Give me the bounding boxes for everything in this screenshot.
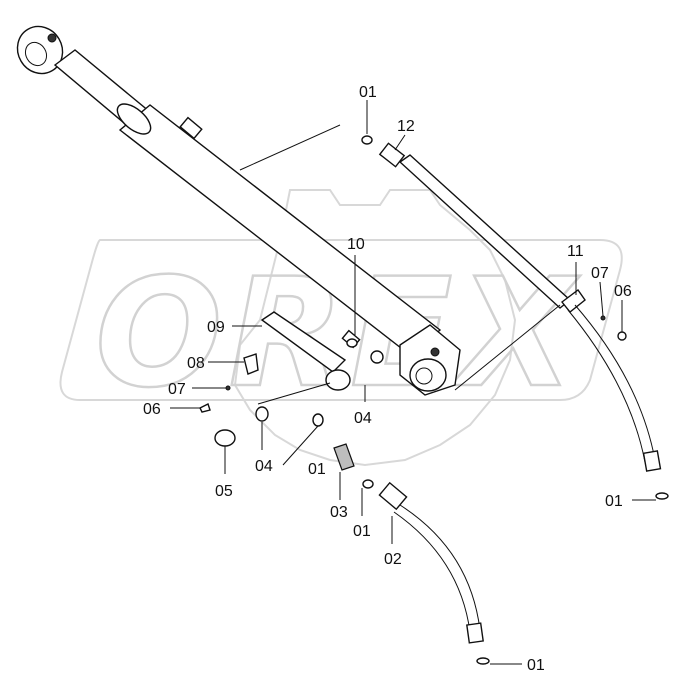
callout-03: 03 bbox=[330, 504, 348, 521]
oring-01-right bbox=[655, 492, 669, 500]
callout-01-right: 01 bbox=[605, 493, 623, 510]
callout-01-top: 01 bbox=[359, 84, 377, 101]
lower-hose-a bbox=[399, 504, 481, 631]
callout-08: 08 bbox=[187, 355, 205, 372]
lower-hose-b bbox=[393, 511, 471, 633]
tube-09 bbox=[260, 311, 347, 373]
leader-07-right bbox=[599, 281, 604, 317]
rod-eye bbox=[16, 25, 64, 75]
watermark-gear-outline bbox=[233, 189, 517, 467]
barrel-front-gland bbox=[116, 103, 152, 135]
oring-01-bottom bbox=[476, 657, 490, 665]
callout-01-bottom: 01 bbox=[527, 657, 545, 674]
callout-labels: 01 12 10 11 07 06 09 08 07 06 04 04 01 0… bbox=[143, 84, 632, 674]
fitting-11 bbox=[561, 289, 586, 313]
plug bbox=[346, 338, 358, 348]
base-grease-nipple bbox=[430, 347, 440, 357]
barrel-port-front bbox=[179, 116, 203, 140]
upper-hose-assembly bbox=[361, 135, 669, 500]
watermark-band bbox=[59, 239, 623, 401]
lower-hose-fitting bbox=[378, 481, 408, 511]
leader-01-mid bbox=[282, 425, 319, 466]
hydraulic-cylinder bbox=[16, 25, 461, 396]
seal-04-lower bbox=[255, 406, 269, 422]
callout-07-right: 07 bbox=[591, 265, 609, 282]
callout-01-mid: 01 bbox=[308, 461, 326, 478]
connector-line-upper bbox=[239, 124, 341, 171]
swivel-joint bbox=[325, 369, 351, 391]
callout-12: 12 bbox=[397, 118, 415, 135]
washer-07-left bbox=[225, 385, 231, 391]
callout-02: 02 bbox=[384, 551, 402, 568]
upper-hose-fitting bbox=[378, 142, 406, 168]
rod-eye-grease-nipple bbox=[47, 33, 57, 43]
lower-bend-hose-a bbox=[574, 304, 656, 461]
connector-line-lower bbox=[454, 304, 561, 391]
adapter-03 bbox=[333, 443, 355, 471]
lower-bend-hose-b bbox=[567, 309, 646, 463]
leader-lines bbox=[170, 100, 656, 665]
callout-04-left: 04 bbox=[255, 458, 273, 475]
bolt-06-left bbox=[199, 403, 211, 413]
leader-12 bbox=[394, 134, 406, 151]
flange-05 bbox=[214, 429, 236, 447]
bend-hose-end-fitting bbox=[642, 450, 662, 472]
bolt-06-right bbox=[617, 331, 627, 341]
callout-09: 09 bbox=[207, 319, 225, 336]
oring-01-mid bbox=[312, 413, 324, 427]
clamp-08 bbox=[243, 353, 259, 375]
oring-01-top bbox=[361, 135, 373, 145]
callout-06-right: 06 bbox=[614, 283, 632, 300]
rod-eye-bore bbox=[24, 41, 48, 67]
callout-04-right: 04 bbox=[354, 410, 372, 427]
base-eye bbox=[409, 358, 447, 392]
oring-01-lower bbox=[362, 479, 374, 489]
callout-01-lower: 01 bbox=[353, 523, 371, 540]
callout-07-left: 07 bbox=[168, 381, 186, 398]
callout-06-left: 06 bbox=[143, 401, 161, 418]
connector-line-flange bbox=[257, 382, 331, 405]
valve-tube-assembly bbox=[199, 311, 490, 665]
watermark: OREX bbox=[59, 189, 623, 467]
callout-10: 10 bbox=[347, 236, 365, 253]
callout-05: 05 bbox=[215, 483, 233, 500]
washer-07-right bbox=[600, 315, 606, 321]
lower-hose-end bbox=[466, 622, 484, 644]
base-eye-bore bbox=[415, 367, 433, 385]
callout-11: 11 bbox=[567, 243, 584, 260]
seal-04-upper bbox=[370, 350, 384, 364]
